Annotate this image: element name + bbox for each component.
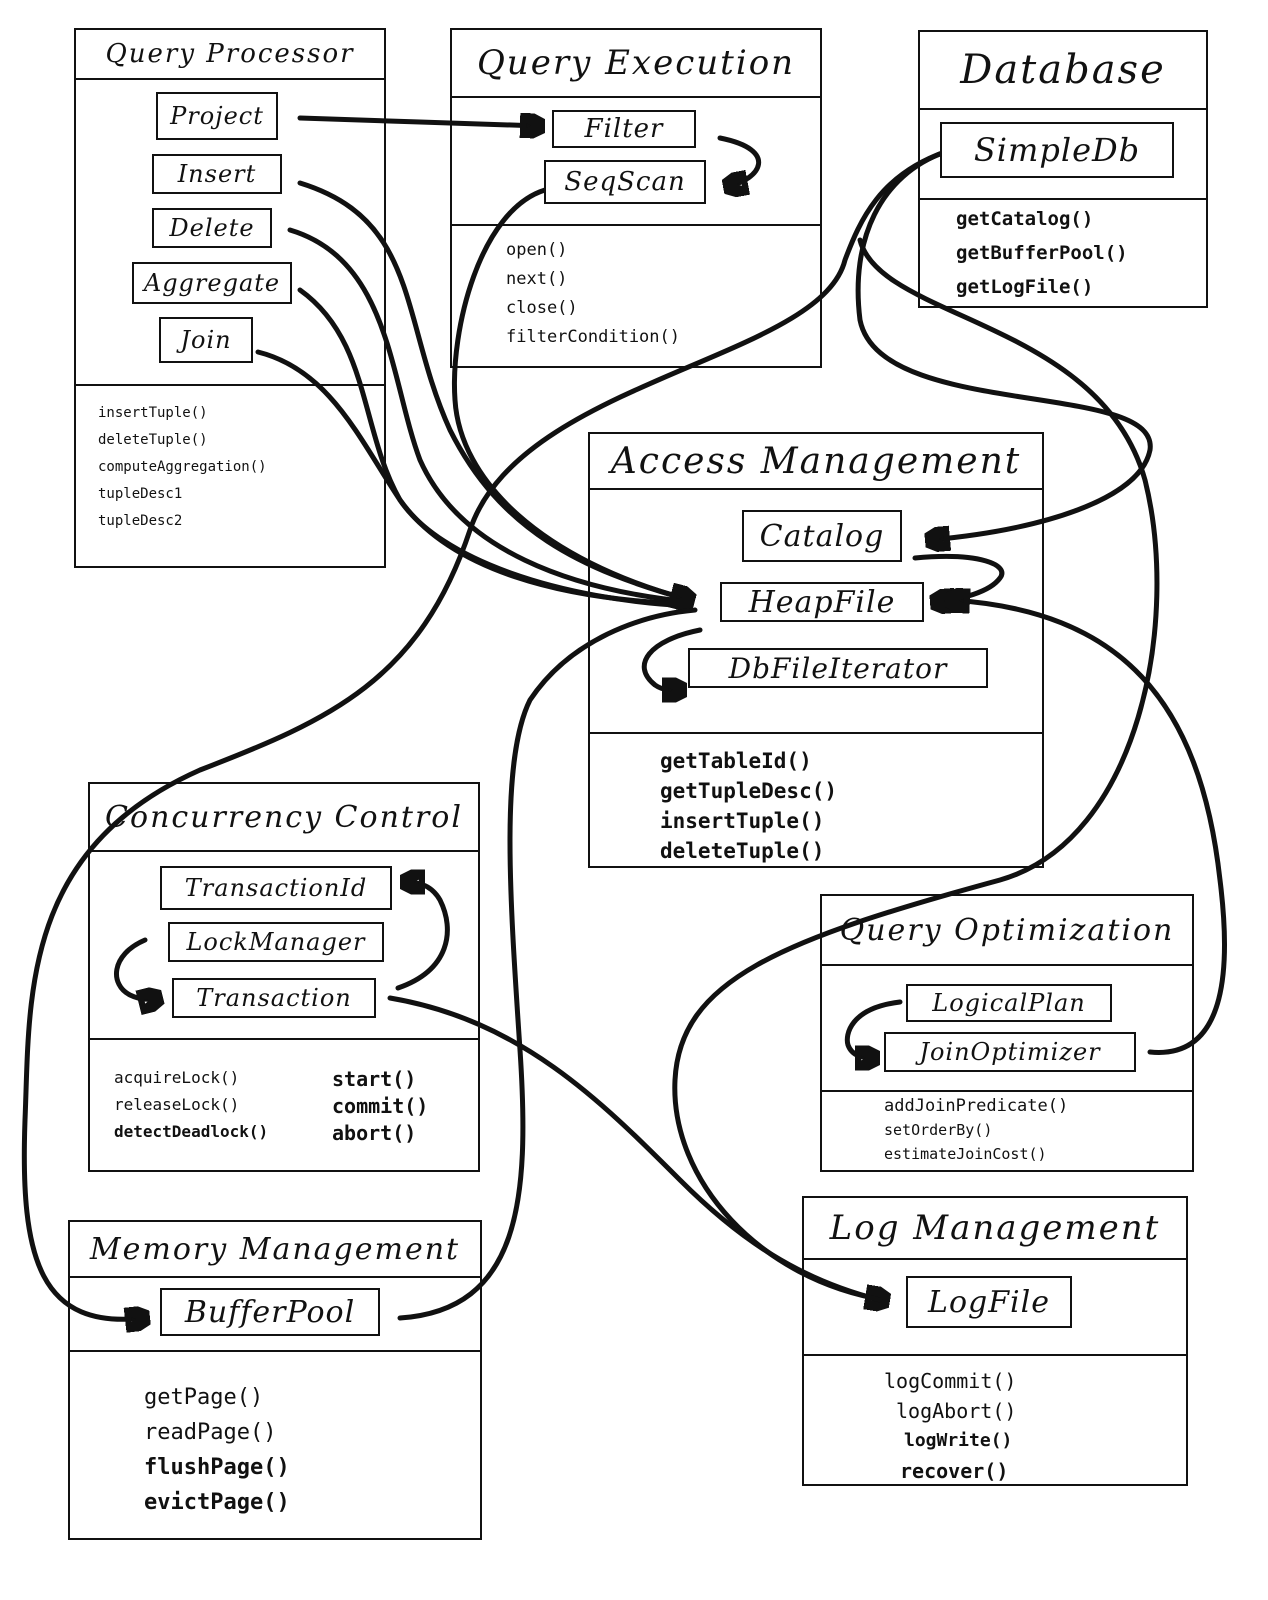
class-join[interactable]: Join <box>159 317 253 363</box>
methods-list-right: start() commit() abort() <box>332 1066 428 1147</box>
panel-title: Log Management <box>804 1198 1186 1260</box>
class-filter[interactable]: Filter <box>552 110 696 148</box>
arrow-transaction-transactionid <box>395 882 450 991</box>
class-lockmanager[interactable]: LockManager <box>168 922 384 962</box>
access-management-panel: Access Management getTableId() getTupleD… <box>588 432 1044 868</box>
method-item: tupleDesc2 <box>98 513 183 529</box>
method-item: detectDeadlock() <box>114 1122 269 1141</box>
panel-divider <box>452 224 820 226</box>
panel-title: Query Processor <box>76 30 384 80</box>
panel-title: Query Execution <box>452 30 820 98</box>
method-item: logCommit() <box>884 1369 1017 1393</box>
memory-management-panel: Memory Management getPage() readPage() f… <box>68 1220 482 1540</box>
method-item: flushPage() <box>144 1455 290 1480</box>
class-logicalplan[interactable]: LogicalPlan <box>906 984 1112 1022</box>
query-optimization-panel: Query Optimization addJoinPredicate() se… <box>820 894 1194 1172</box>
methods-list: open() next() close() filterCondition() <box>506 236 680 352</box>
arrow-filter-seqscan <box>717 135 761 186</box>
arrow-joinoptimizer-heapfile <box>950 600 1227 1055</box>
panel-title: Access Management <box>590 434 1042 490</box>
class-seqscan[interactable]: SeqScan <box>544 160 706 204</box>
panel-divider <box>590 732 1042 734</box>
class-transaction[interactable]: Transaction <box>172 978 376 1018</box>
arrow-simpledb-catalog <box>855 149 1153 540</box>
method-item: start() <box>332 1067 417 1091</box>
arrow-project-filter <box>297 118 540 126</box>
class-bufferpool[interactable]: BufferPool <box>160 1288 380 1336</box>
method-item: estimateJoinCost() <box>884 1145 1047 1163</box>
panel-title: Concurrency Control <box>90 784 478 852</box>
method-item: close() <box>506 298 578 318</box>
arrow-heapfile-iterator <box>641 627 703 690</box>
method-item: getPage() <box>144 1385 264 1410</box>
query-processor-panel: Query Processor insertTuple() deleteTupl… <box>74 28 386 568</box>
class-insert[interactable]: Insert <box>152 154 282 194</box>
class-logfile[interactable]: LogFile <box>906 1276 1072 1328</box>
panel-divider <box>920 198 1206 200</box>
panel-divider <box>804 1354 1186 1356</box>
class-aggregate[interactable]: Aggregate <box>132 262 292 304</box>
method-item: abort() <box>332 1121 417 1145</box>
method-item: setOrderBy() <box>884 1121 993 1139</box>
methods-list: addJoinPredicate() setOrderBy() estimate… <box>884 1094 1068 1166</box>
arrow-delete-heapfile <box>287 227 693 605</box>
arrow-simpledb-logfile <box>672 237 1160 1300</box>
arrow-seqscan-heapfile <box>451 187 690 600</box>
method-item: addJoinPredicate() <box>884 1096 1069 1116</box>
method-item: insertTuple() <box>98 405 208 421</box>
method-item: readPage() <box>144 1420 277 1445</box>
arrow-simpledb-bufferpool <box>21 149 948 1319</box>
methods-list: getTableId() getTupleDesc() insertTuple(… <box>660 746 837 866</box>
query-execution-panel: Query Execution open() next() close() fi… <box>450 28 822 368</box>
concurrency-control-panel: Concurrency Control acquireLock() releas… <box>88 782 480 1172</box>
class-heapfile[interactable]: HeapFile <box>720 582 924 622</box>
method-item: getCatalog() <box>956 208 1094 230</box>
panel-divider <box>822 1090 1192 1092</box>
panel-title: Database <box>920 32 1206 110</box>
method-item: getBufferPool() <box>956 242 1128 264</box>
methods-list: getCatalog() getBufferPool() getLogFile(… <box>956 202 1128 304</box>
arrow-join-heapfile <box>255 349 693 609</box>
method-item: open() <box>506 240 568 260</box>
class-dbfileiterator[interactable]: DbFileIterator <box>688 648 988 688</box>
panel-divider <box>76 384 384 386</box>
method-item: acquireLock() <box>114 1068 240 1087</box>
method-item: deleteTuple() <box>98 432 208 448</box>
method-item: getTableId() <box>660 749 812 773</box>
log-management-panel: Log Management logCommit() logAbort() lo… <box>802 1196 1188 1486</box>
method-item: filterCondition() <box>506 327 680 347</box>
method-item: getTupleDesc() <box>660 779 838 803</box>
arrow-lockmanager-transaction <box>114 937 158 999</box>
method-item: getLogFile() <box>956 276 1094 298</box>
database-panel: Database getCatalog() getBufferPool() ge… <box>918 30 1208 308</box>
class-delete[interactable]: Delete <box>152 208 272 248</box>
panel-title: Query Optimization <box>822 896 1192 966</box>
method-item: insertTuple() <box>660 809 825 833</box>
methods-list-left: acquireLock() releaseLock() detectDeadlo… <box>114 1064 268 1145</box>
arrow-logicalplan-joinoptimizer <box>844 999 903 1058</box>
class-joinoptimizer[interactable]: JoinOptimizer <box>884 1032 1136 1072</box>
methods-list: insertTuple() deleteTuple() computeAggre… <box>98 400 267 535</box>
panel-divider <box>70 1350 480 1352</box>
class-catalog[interactable]: Catalog <box>742 510 902 562</box>
method-item: deleteTuple() <box>660 839 825 863</box>
method-item: recover() <box>900 1459 1009 1483</box>
class-transactionid[interactable]: TransactionId <box>160 866 392 910</box>
method-item: logAbort() <box>896 1399 1017 1423</box>
method-item: releaseLock() <box>114 1095 240 1114</box>
panel-divider <box>90 1038 478 1040</box>
method-item: next() <box>506 269 568 289</box>
method-item: commit() <box>332 1094 429 1118</box>
class-project[interactable]: Project <box>156 92 278 140</box>
method-item: evictPage() <box>144 1490 290 1515</box>
methods-list: getPage() readPage() flushPage() evictPa… <box>144 1380 290 1520</box>
class-simpledb[interactable]: SimpleDb <box>940 122 1174 178</box>
method-item: logWrite() <box>904 1430 1013 1451</box>
methods-list: logCommit() logAbort() logWrite() recove… <box>884 1366 1016 1486</box>
panel-title: Memory Management <box>70 1222 480 1278</box>
method-item: tupleDesc1 <box>98 486 183 502</box>
method-item: computeAggregation() <box>98 459 267 475</box>
